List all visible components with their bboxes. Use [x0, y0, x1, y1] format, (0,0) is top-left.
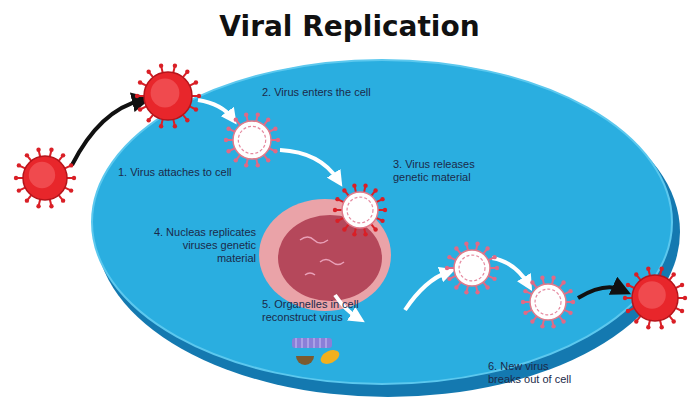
- nucleus-inner: [278, 215, 382, 301]
- virus: [521, 275, 575, 328]
- virus: [135, 64, 201, 129]
- step-label: 1. Virus attaches to cell: [118, 166, 258, 179]
- step-label: 6. New virus breaks out of cell: [488, 360, 584, 386]
- virus: [14, 148, 76, 209]
- virus: [224, 112, 280, 167]
- step-label: 4. Nucleas replicates viruses genetic ma…: [150, 226, 256, 265]
- step-label: 5. Organelles in cell reconstruct virus: [262, 298, 362, 324]
- virus: [623, 267, 687, 330]
- step-arrow: [492, 258, 528, 284]
- step-arrow: [280, 150, 338, 180]
- organelles: [292, 338, 342, 367]
- entry-arrow: [72, 100, 142, 165]
- cell-membrane: [92, 60, 672, 384]
- virus: [333, 183, 387, 236]
- diagram-title: Viral Replication: [0, 10, 699, 44]
- exit-arrow: [578, 287, 622, 298]
- step-arrow: [405, 272, 448, 310]
- step-arrow: [198, 100, 232, 118]
- viruses: [14, 64, 687, 330]
- cell-body: [92, 60, 672, 384]
- virus: [445, 241, 499, 294]
- step-label: 3. Virus releases genetic material: [393, 158, 493, 184]
- step-label: 2. Virus enters the cell: [262, 86, 422, 99]
- genetic-material: [300, 237, 344, 275]
